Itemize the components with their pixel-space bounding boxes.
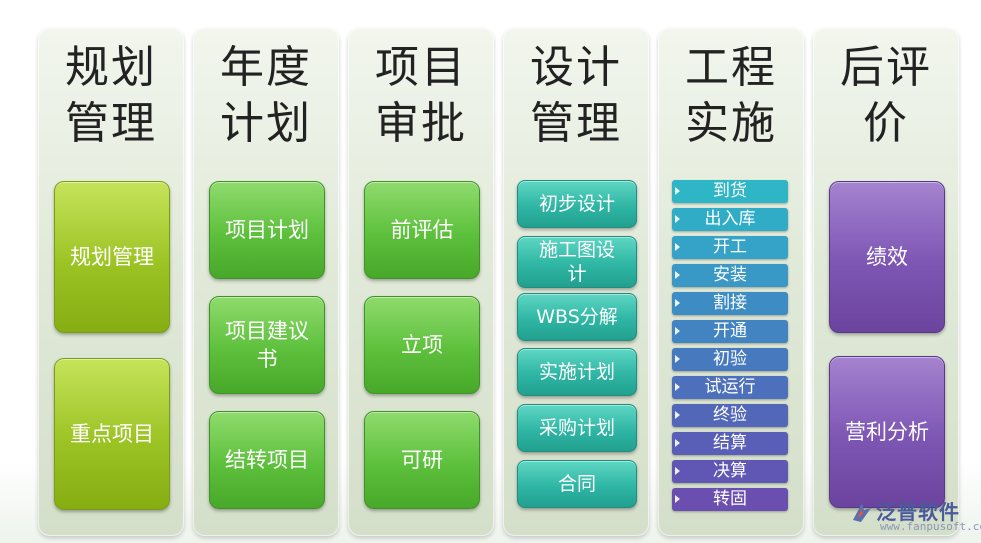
step-warehouse-in-out[interactable]: 出入库 (672, 208, 788, 231)
box-project-initiation[interactable]: 立项 (364, 296, 480, 394)
column-post-evaluation: 后评 价 绩效 营利分析 (813, 28, 959, 536)
step-label: 试运行 (704, 377, 756, 397)
column-project-approval: 项目 审批 前评估 立项 可研 (348, 28, 494, 536)
box-performance[interactable]: 绩效 (829, 181, 945, 333)
step-label: 转固 (713, 489, 747, 509)
box-project-proposal[interactable]: 项目建议 书 (209, 296, 325, 394)
chevron-right-icon (675, 355, 680, 363)
step-cutover[interactable]: 割接 (672, 292, 788, 315)
chevron-right-icon (675, 495, 680, 503)
box-contract[interactable]: 合同 (517, 460, 637, 508)
box-pre-evaluation[interactable]: 前评估 (364, 181, 480, 279)
chevron-right-icon (675, 327, 680, 335)
step-final-acceptance[interactable]: 终验 (672, 404, 788, 427)
step-label: 决算 (713, 461, 747, 481)
step-label: 开通 (713, 321, 747, 341)
column-title: 年度 计划 (220, 42, 312, 149)
chevron-right-icon (675, 215, 680, 223)
step-label: 开工 (713, 237, 747, 257)
step-label: 割接 (713, 293, 747, 313)
step-arrival[interactable]: 到货 (672, 180, 788, 203)
box-wbs-decomposition[interactable]: WBS分解 (517, 293, 637, 341)
box-procurement-plan[interactable]: 采购计划 (517, 404, 637, 452)
column-title: 后评 价 (840, 42, 932, 149)
step-label: 出入库 (704, 209, 756, 229)
logo-url: www.fanpusoft.com (880, 520, 981, 533)
chevron-right-icon (675, 439, 680, 447)
step-label: 安装 (713, 265, 747, 285)
box-preliminary-design[interactable]: 初步设计 (517, 180, 637, 228)
step-trial-run[interactable]: 试运行 (672, 376, 788, 399)
box-feasibility-study[interactable]: 可研 (364, 411, 480, 509)
column-title: 项目 审批 (375, 42, 467, 149)
box-project-plan[interactable]: 项目计划 (209, 181, 325, 279)
box-implementation-plan[interactable]: 实施计划 (517, 348, 637, 396)
column-title: 规划 管理 (65, 42, 157, 149)
chevron-right-icon (675, 383, 680, 391)
column-project-implementation: 工程 实施 到货 出入库 开工 安装 割接 开通 初验 试运行 终验 结算 决算… (658, 28, 804, 536)
box-profit-analysis[interactable]: 营利分析 (829, 356, 945, 508)
step-label: 到货 (713, 181, 747, 201)
box-key-projects[interactable]: 重点项目 (54, 358, 170, 510)
step-label: 结算 (713, 433, 747, 453)
step-activation[interactable]: 开通 (672, 320, 788, 343)
logo: 泛普软件 www.fanpusoft.com (850, 496, 981, 538)
column-annual-plan: 年度 计划 项目计划 项目建议 书 结转项目 (193, 28, 339, 536)
chevron-right-icon (675, 411, 680, 419)
box-carryover-projects[interactable]: 结转项目 (209, 411, 325, 509)
chevron-right-icon (675, 299, 680, 307)
box-planning-management[interactable]: 规划管理 (54, 181, 170, 333)
step-initial-acceptance[interactable]: 初验 (672, 348, 788, 371)
logo-name: 泛普软件 (876, 500, 960, 524)
step-final-accounts[interactable]: 决算 (672, 460, 788, 483)
step-label: 初验 (713, 349, 747, 369)
column-planning-management: 规划 管理 规划管理 重点项目 (38, 28, 184, 536)
chevron-right-icon (675, 243, 680, 251)
chevron-right-icon (675, 271, 680, 279)
column-title: 设计 管理 (530, 42, 622, 149)
step-label: 终验 (713, 405, 747, 425)
step-asset-transfer[interactable]: 转固 (672, 488, 788, 511)
box-construction-drawing-design[interactable]: 施工图设 计 (517, 236, 637, 288)
step-installation[interactable]: 安装 (672, 264, 788, 287)
step-settlement[interactable]: 结算 (672, 432, 788, 455)
chevron-right-icon (675, 187, 680, 195)
column-design-management: 设计 管理 初步设计 施工图设 计 WBS分解 实施计划 采购计划 合同 (503, 28, 649, 536)
column-title: 工程 实施 (685, 42, 777, 149)
logo-mark-icon (853, 503, 871, 522)
step-start-work[interactable]: 开工 (672, 236, 788, 259)
chevron-right-icon (675, 467, 680, 475)
